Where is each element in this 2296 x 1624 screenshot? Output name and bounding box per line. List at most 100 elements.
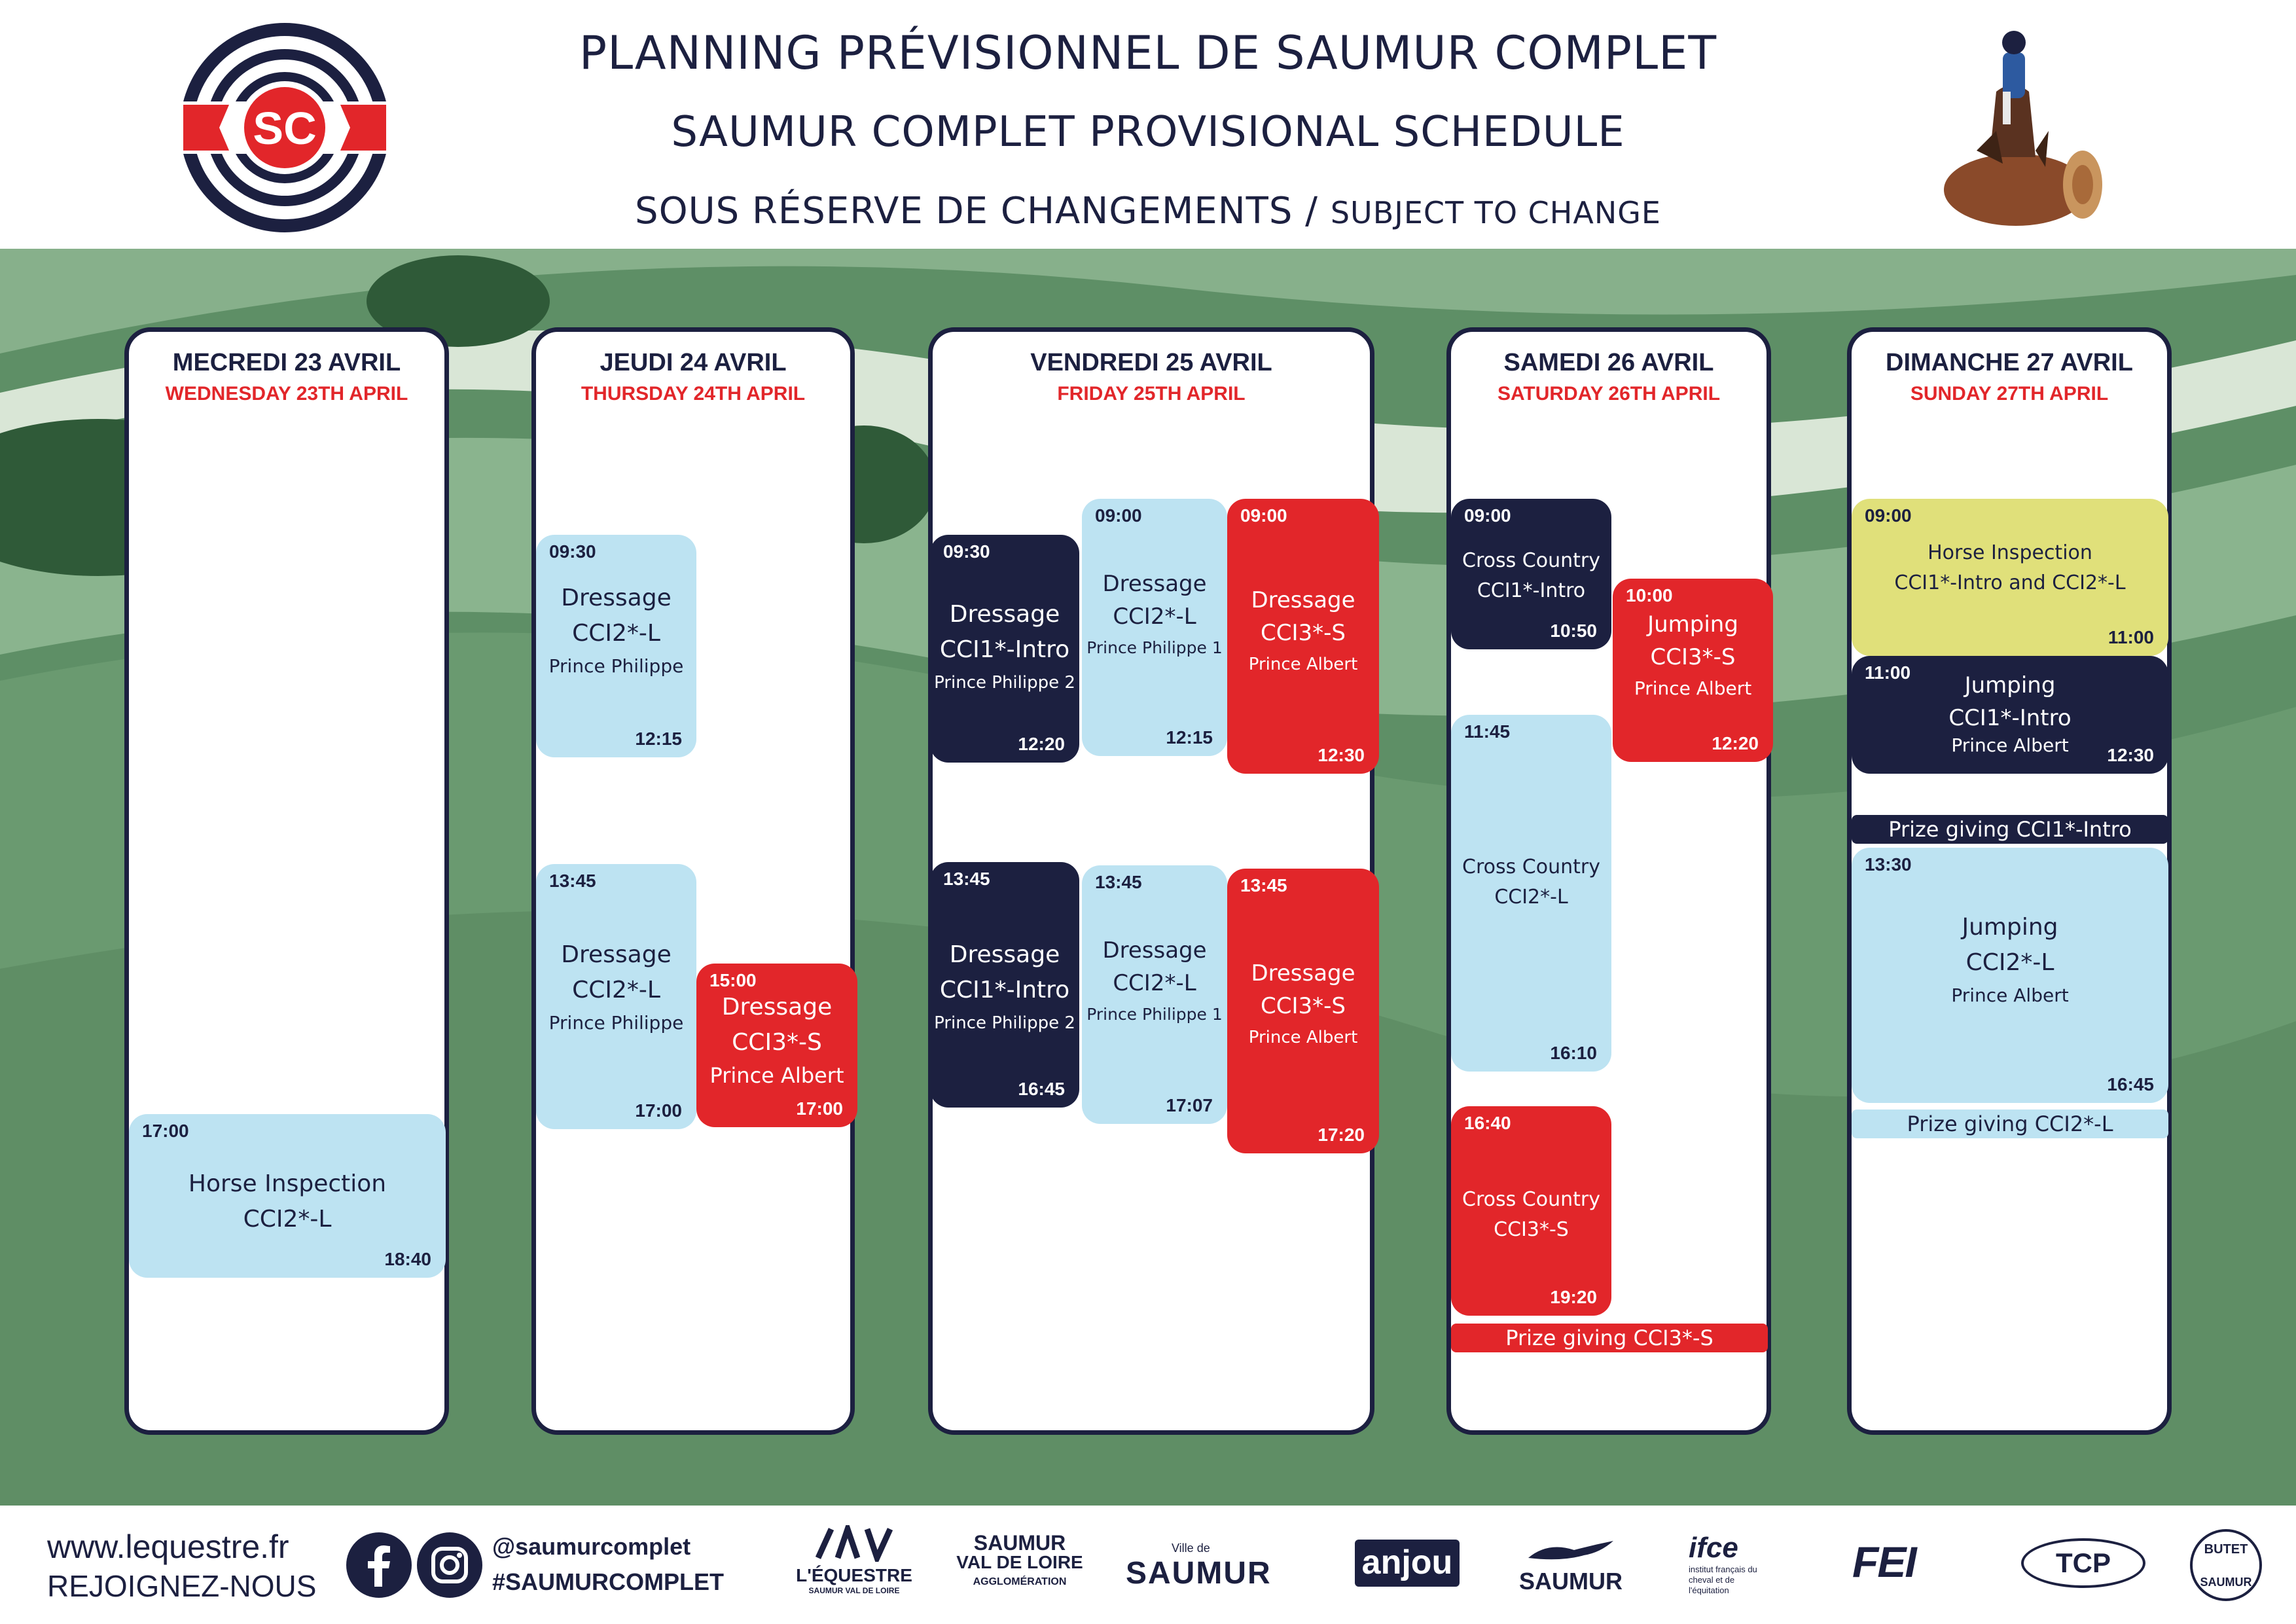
event-arena: Prince Albert: [1951, 734, 2069, 756]
sponsor-butet-logo: BUTET SAUMUR: [2190, 1529, 2262, 1601]
event-class: CCI2*-L: [1965, 949, 2054, 976]
lequestre-sub: SAUMUR VAL DE LOIRE: [808, 1586, 900, 1595]
event-start-time: 09:00: [1865, 505, 1912, 526]
day-title-fr: VENDREDI 25 AVRIL: [1030, 349, 1272, 376]
facebook-icon[interactable]: [346, 1532, 412, 1598]
sponsor-ville-de-saumur-logo: Ville de SAUMUR: [1126, 1542, 1302, 1591]
event-discipline: Dressage: [949, 941, 1060, 968]
notice-en: SUBJECT TO CHANGE: [1330, 195, 1661, 230]
event-class: CCI3*-S: [732, 1029, 822, 1056]
social-handle[interactable]: @saumurcomplet: [492, 1533, 691, 1560]
event-start-time: 11:45: [1464, 721, 1511, 742]
event-end-time: 12:20: [1712, 733, 1759, 753]
svg-text:SC: SC: [253, 103, 316, 154]
event-start-time: 15:00: [709, 970, 757, 990]
event-arena: Prince Philippe 1: [1086, 638, 1223, 657]
event-discipline: Horse Inspection: [188, 1170, 387, 1197]
event-start-time: 13:30: [1865, 854, 1912, 875]
event-end-time: 19:20: [1550, 1287, 1597, 1307]
sponsor-tcp-logo: TCP: [2021, 1538, 2145, 1588]
butet-sub: SAUMUR: [2200, 1576, 2252, 1589]
saumur-complet-logo: SC: [177, 23, 393, 232]
sponsor-anjou-logo: anjou: [1355, 1540, 1460, 1587]
day-column-sunday: DIMANCHE 27 AVRIL SUNDAY 27TH APRIL 09:0…: [1847, 327, 2172, 1435]
event-arena: Prince Albert: [1248, 1028, 1358, 1047]
event-discipline: Dressage: [1102, 937, 1207, 964]
event-end-time: 12:30: [1318, 745, 1365, 765]
website-link[interactable]: www.lequestre.fr: [47, 1528, 289, 1565]
notice-separator: /: [1293, 190, 1331, 232]
event-end-time: 12:15: [635, 729, 682, 749]
event-discipline: Cross Country: [1462, 1188, 1600, 1211]
join-us-text: REJOIGNEZ-NOUS: [47, 1569, 317, 1603]
event-class: CCI3*-S: [1494, 1218, 1569, 1241]
event-end-time: 12:20: [1018, 734, 1065, 754]
butet-name: BUTET: [2204, 1542, 2248, 1557]
agglo-line-2: VAL DE LOIRE: [956, 1552, 1083, 1572]
sponsor-fei-logo: FEI: [1852, 1538, 1917, 1586]
event-end-time: 17:00: [796, 1098, 843, 1119]
event-class: CCI1*-Intro: [1948, 705, 2072, 731]
event-end-time: 18:40: [384, 1249, 431, 1269]
rider-jumping-log-icon: [1944, 31, 2102, 226]
event-arena: Prince Philippe: [548, 655, 684, 677]
event-end-time: 16:45: [2107, 1074, 2154, 1094]
event-horse-inspection-cci1-cci2: 09:00 Horse Inspection CCI1*-Intro and C…: [1852, 499, 2168, 656]
day-title-fr: SAMEDI 26 AVRIL: [1503, 349, 1714, 376]
event-start-time: 13:45: [943, 869, 990, 889]
event-class: CCI2*-L: [572, 620, 660, 647]
event-start-time: 09:00: [1095, 505, 1142, 526]
event-start-time: 09:30: [943, 541, 990, 562]
event-dressage-cci3-s-am: 09:00 Dressage CCI3*-S Prince Albert 12:…: [1227, 499, 1379, 774]
event-start-time: 10:00: [1626, 585, 1673, 605]
footer: www.lequestre.fr REJOIGNEZ-NOUS @saumurc…: [0, 1506, 2296, 1624]
event-arena: Prince Albert: [709, 1063, 844, 1088]
prize-giving-cci1-intro: Prize giving CCI1*-Intro: [1852, 815, 2168, 844]
event-dressage-cci2-l-pm: 13:45 Dressage CCI2*-L Prince Philippe 1…: [536, 864, 696, 1129]
sponsor-cadre-noir-logo: SAUMUR: [1512, 1538, 1630, 1595]
sponsor-agglomeration-logo: SAUMUR VAL DE LOIRE AGGLOMÉRATION: [954, 1531, 1085, 1592]
event-dressage-cci1-intro-pm: 13:45 Dressage CCI1*-Intro Prince Philip…: [930, 862, 1079, 1108]
day-title-fr: DIMANCHE 27 AVRIL: [1886, 349, 2133, 376]
event-arena: Prince Philippe 1: [1086, 1005, 1223, 1024]
event-discipline: Jumping: [1962, 914, 2058, 941]
event-start-time: 13:45: [1095, 872, 1142, 892]
event-dressage-cci2-l-am: 09:30 Dressage CCI2*-L Prince Philippe 1…: [536, 535, 696, 757]
day-column-saturday: SAMEDI 26 AVRIL SATURDAY 26TH APRIL 09:0…: [1446, 327, 1773, 1435]
instagram-icon[interactable]: [416, 1532, 483, 1598]
event-start-time: 13:45: [1240, 875, 1287, 895]
event-discipline: Cross Country: [1462, 549, 1600, 572]
prize-giving-cci2-l: Prize giving CCI2*-L: [1852, 1110, 2168, 1138]
event-discipline: Dressage: [1102, 571, 1207, 597]
event-arena: Prince Albert: [1634, 677, 1752, 699]
title-en: SAUMUR COMPLET PROVISIONAL SCHEDULE: [671, 108, 1625, 156]
event-jumping-cci2-l: 13:30 Jumping CCI2*-L Prince Albert 16:4…: [1852, 848, 2168, 1103]
day-column-friday: VENDREDI 25 AVRIL FRIDAY 25TH APRIL 09:3…: [928, 327, 1379, 1435]
event-dressage-cci2-l-am: 09:00 Dressage CCI2*-L Prince Philippe 1…: [1082, 499, 1227, 756]
event-discipline: Dressage: [1251, 960, 1355, 986]
day-title-en: SUNDAY 27TH APRIL: [1910, 383, 2109, 405]
event-start-time: 09:30: [549, 541, 596, 562]
ifce-sub: institut français du cheval et de l'équi…: [1689, 1564, 1757, 1595]
ville-name: SAUMUR: [1126, 1556, 1272, 1591]
event-start-time: 13:45: [549, 871, 596, 891]
day-column-wednesday: MECREDI 23 AVRIL WEDNESDAY 23TH APRIL 17…: [124, 327, 449, 1435]
event-end-time: 17:20: [1318, 1125, 1365, 1145]
event-discipline: Dressage: [949, 601, 1060, 628]
event-class: CCI3*-S: [1261, 993, 1346, 1019]
event-start-time: 17:00: [142, 1121, 189, 1141]
title-fr: PLANNING PRÉVISIONNEL DE SAUMUR COMPLET: [579, 26, 1717, 80]
ville-small: Ville de: [1172, 1542, 1210, 1555]
agglo-line-3: AGGLOMÉRATION: [973, 1576, 1067, 1587]
agglo-line-1: SAUMUR: [973, 1531, 1066, 1555]
event-end-time: 12:15: [1166, 727, 1213, 748]
prize-giving-cci3-s: Prize giving CCI3*-S: [1451, 1324, 1768, 1352]
social-hashtag: #SAUMURCOMPLET: [492, 1568, 725, 1595]
day-title-en: THURSDAY 24TH APRIL: [581, 383, 806, 405]
event-discipline: Dressage: [561, 585, 672, 611]
event-end-time: 12:30: [2107, 745, 2154, 765]
event-end-time: 16:10: [1550, 1043, 1597, 1063]
notice-fr: SOUS RÉSERVE DE CHANGEMENTS: [635, 190, 1293, 232]
event-start-time: 11:00: [1865, 662, 1911, 683]
event-discipline: Dressage: [1251, 587, 1355, 613]
